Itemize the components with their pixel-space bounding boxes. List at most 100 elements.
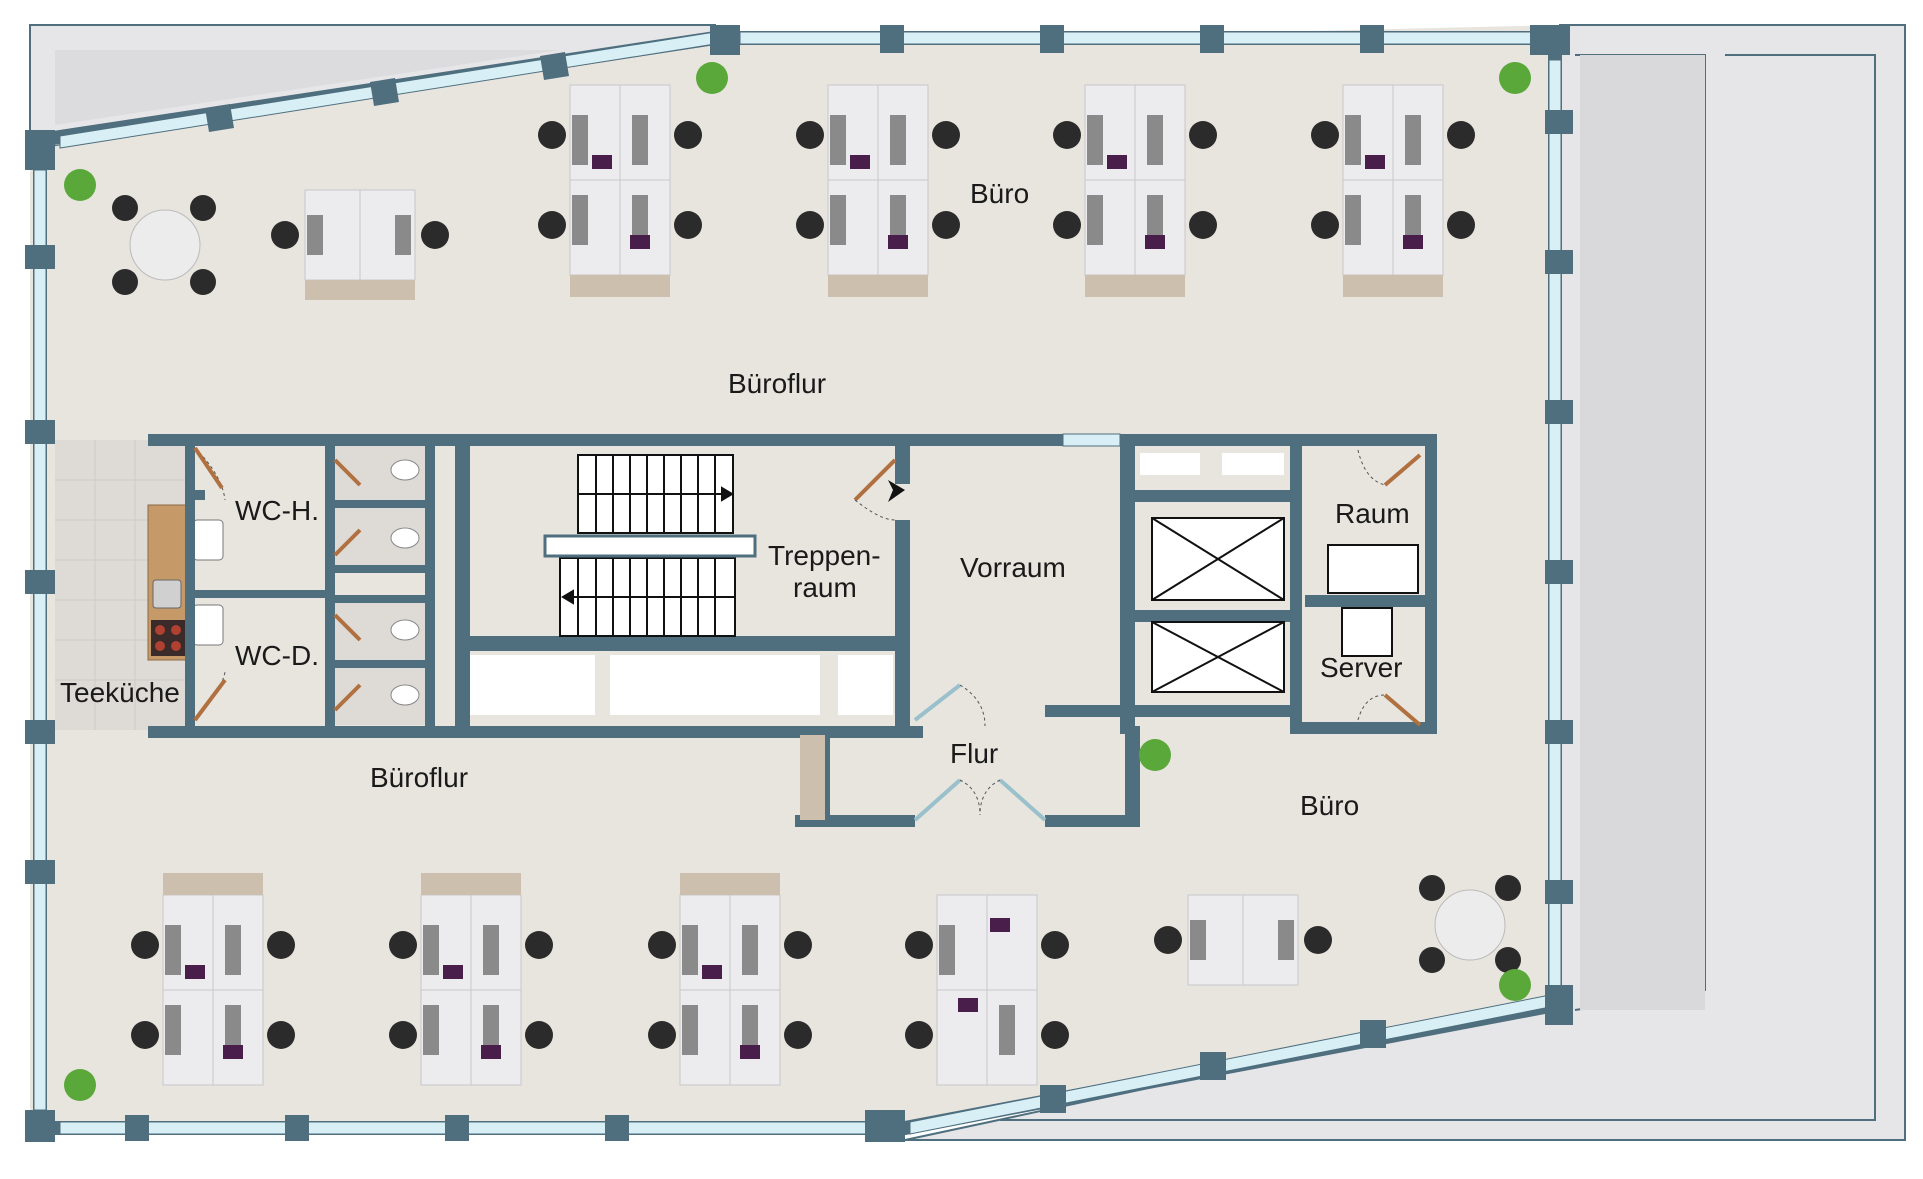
monitor [999, 1005, 1015, 1055]
chair-icon [1447, 121, 1475, 149]
folder [1145, 235, 1165, 249]
tile-grid [55, 440, 190, 730]
monitor [1087, 115, 1103, 165]
terrace-top-left-inner [55, 50, 560, 125]
core-walls [148, 434, 1437, 827]
label-treppenraum-line1: Treppen- [768, 540, 881, 571]
monitor [1190, 920, 1206, 960]
folder [1403, 235, 1423, 249]
label-wc-h: WC-H. [235, 495, 319, 526]
chair-icon [1053, 121, 1081, 149]
cabinet [570, 275, 670, 297]
chair-icon [674, 121, 702, 149]
chair-icon [1311, 121, 1339, 149]
monitor [632, 195, 648, 245]
monitor [1147, 195, 1163, 245]
monitor [682, 1005, 698, 1055]
cabinet [305, 280, 415, 300]
chair-icon [674, 211, 702, 239]
folder [1107, 155, 1127, 169]
monitor [742, 1005, 758, 1055]
chair-icon [389, 1021, 417, 1049]
folder [888, 235, 908, 249]
wash-basin [192, 604, 224, 646]
label-raum: Raum [1335, 498, 1410, 529]
plant-icon [64, 62, 1531, 1101]
monitor [1405, 195, 1421, 245]
folder [592, 155, 612, 169]
label-buero-bottom: Büro [1300, 790, 1360, 821]
terrace-inner-line-2 [1000, 54, 1876, 1121]
label-buero-top: Büro [970, 178, 1030, 209]
folder [850, 155, 870, 169]
chair-icon [1304, 926, 1332, 954]
monitor [395, 215, 411, 255]
chair-icon [1154, 926, 1182, 954]
folder [630, 235, 650, 249]
monitor [1405, 115, 1421, 165]
toilet-icon [390, 459, 420, 706]
elevator-icon [1151, 517, 1285, 693]
monitor [1087, 195, 1103, 245]
core-storage [470, 453, 1284, 715]
chair-icon [131, 931, 159, 959]
label-treppenraum-line2: raum [793, 572, 857, 603]
monitor [423, 1005, 439, 1055]
label-teekueche: Teeküche [60, 677, 180, 708]
monitor [165, 925, 181, 975]
monitor [225, 1005, 241, 1055]
monitor [307, 215, 323, 255]
chair-icon [905, 931, 933, 959]
folder [740, 1045, 760, 1059]
chair-icon [421, 221, 449, 249]
chair-icon [1053, 211, 1081, 239]
pillars [25, 25, 1573, 1142]
label-flur: Flur [950, 738, 999, 769]
monitor [939, 925, 955, 975]
monitor [830, 115, 846, 165]
stove-icon [151, 620, 185, 656]
monitor [225, 925, 241, 975]
chair-icon [796, 121, 824, 149]
folder [481, 1045, 501, 1059]
label-bueroflur-bottom: Büroflur [370, 762, 469, 793]
chair-icon [1189, 121, 1217, 149]
round-table-icon [129, 209, 1506, 961]
cabinet [828, 275, 928, 297]
label-bueroflur-top: Büroflur [728, 368, 827, 399]
chair-icon [525, 931, 553, 959]
label-server: Server [1320, 652, 1403, 683]
chair-icon [1041, 931, 1069, 959]
chair-icon [932, 121, 960, 149]
chair-icon [648, 931, 676, 959]
monitor [890, 115, 906, 165]
folder [223, 1045, 243, 1059]
chair-icon [538, 211, 566, 239]
monitor [1278, 920, 1294, 960]
label-vorraum: Vorraum [960, 552, 1066, 583]
monitor [682, 925, 698, 975]
monitor [890, 195, 906, 245]
monitor [483, 925, 499, 975]
sink-icon [152, 579, 182, 609]
cabinet [800, 735, 825, 820]
window-slit [1062, 433, 1121, 447]
chair-icon [1447, 211, 1475, 239]
monitor [165, 1005, 181, 1055]
wash-basin [192, 519, 224, 561]
folder [702, 965, 722, 979]
chair-icon [1311, 211, 1339, 239]
door-icon [193, 446, 1422, 822]
monitor [423, 925, 439, 975]
folder [958, 998, 978, 1012]
cabinet [1085, 275, 1185, 297]
chair-icon [538, 121, 566, 149]
folder [443, 965, 463, 979]
chair-icon [784, 1021, 812, 1049]
monitor [572, 195, 588, 245]
cabinet [1343, 275, 1443, 297]
chair-icon [784, 931, 812, 959]
monitor [632, 115, 648, 165]
office-floor [30, 25, 1560, 1135]
